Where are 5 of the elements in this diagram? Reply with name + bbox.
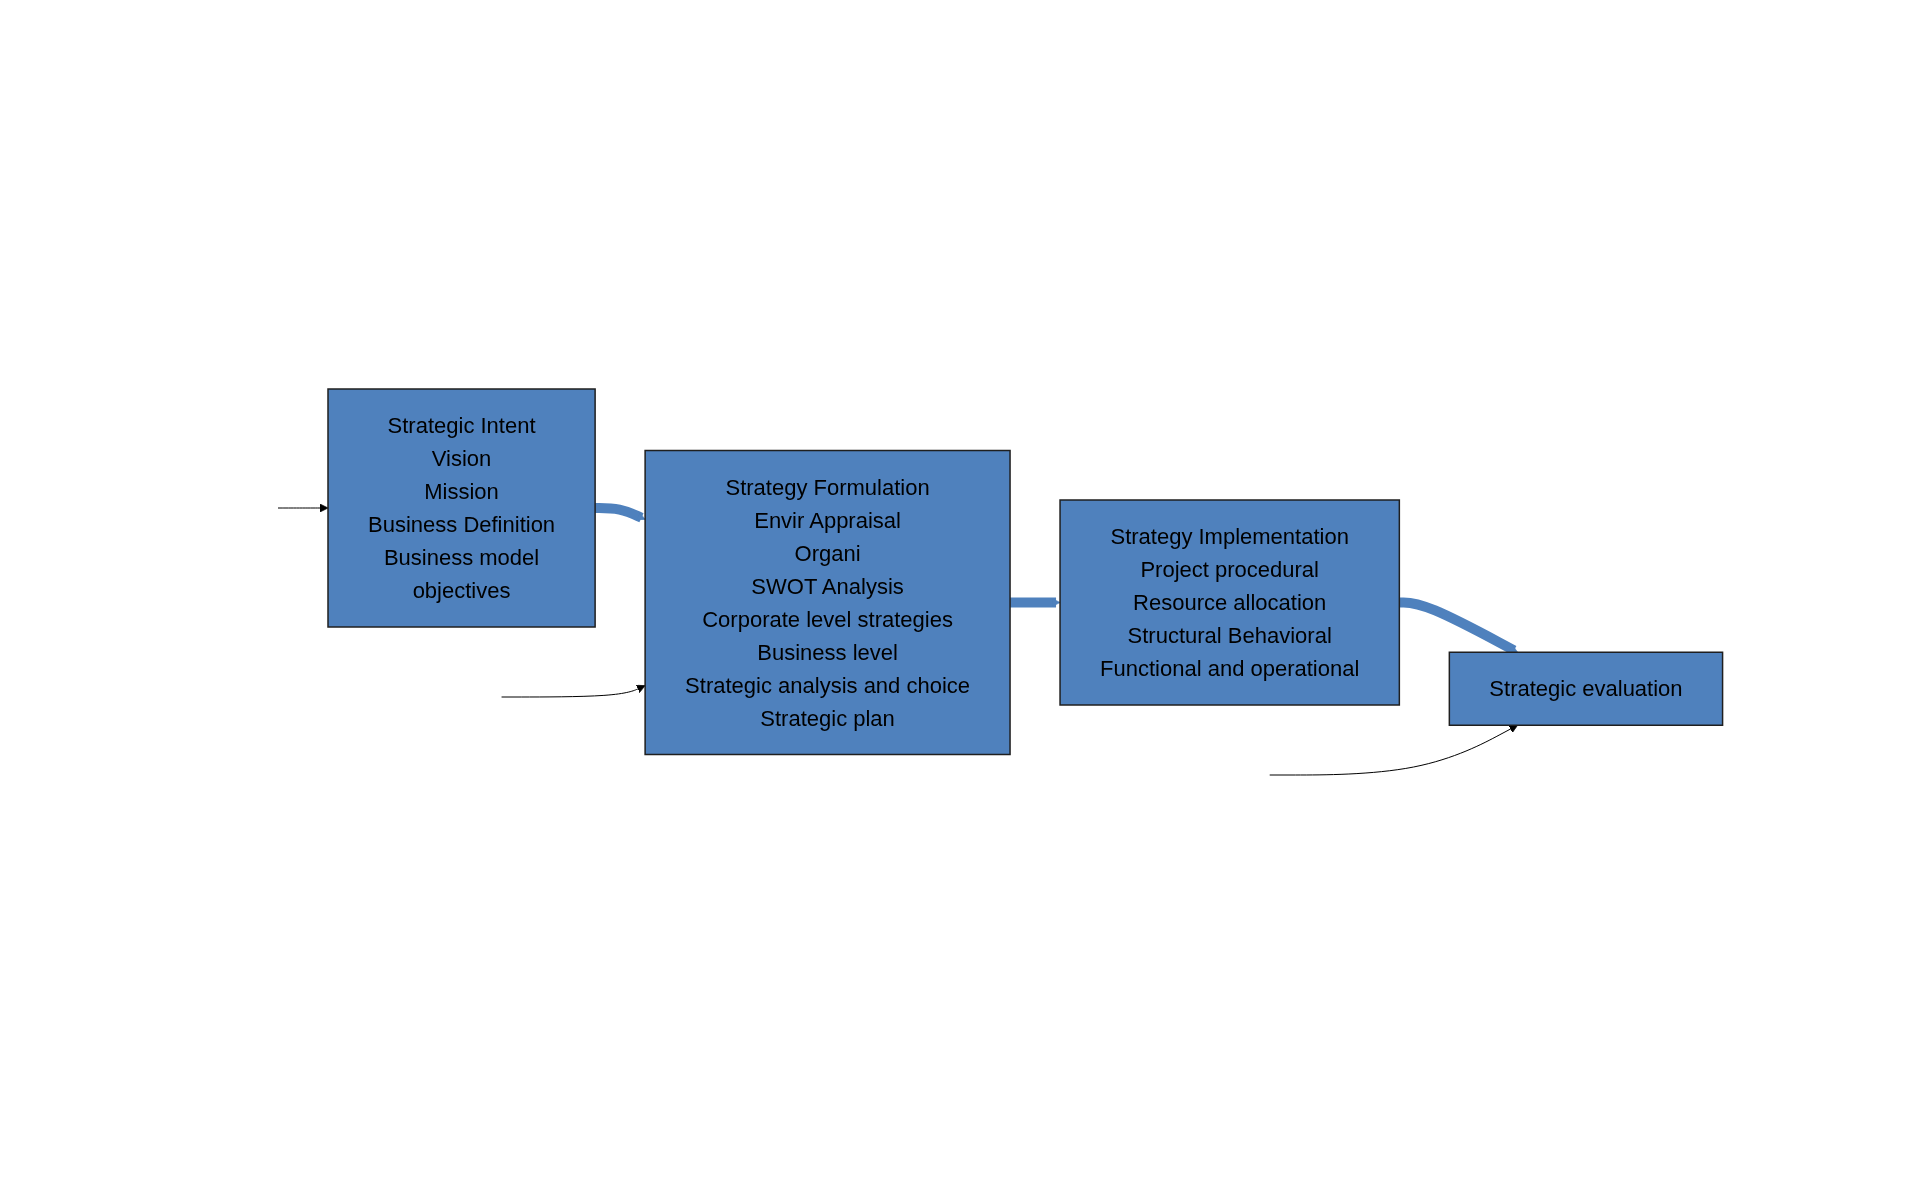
node-box: Strategic Intent Vision Mission Business Definition Business model objectives — [326, 388, 596, 628]
node-box: Strategy Formulation Envir Appraisal Organi SWOT Analysis Corporate level strategies Business level Strategic analysis and choice Strategic plan — [644, 449, 1011, 756]
node-box: Strategic evaluation — [1448, 651, 1724, 726]
node-box: Strategy Implementation Project procedural Resource allocation Structural Behavioral Functional and operational — [1059, 499, 1400, 706]
arrow — [1268, 724, 1518, 776]
